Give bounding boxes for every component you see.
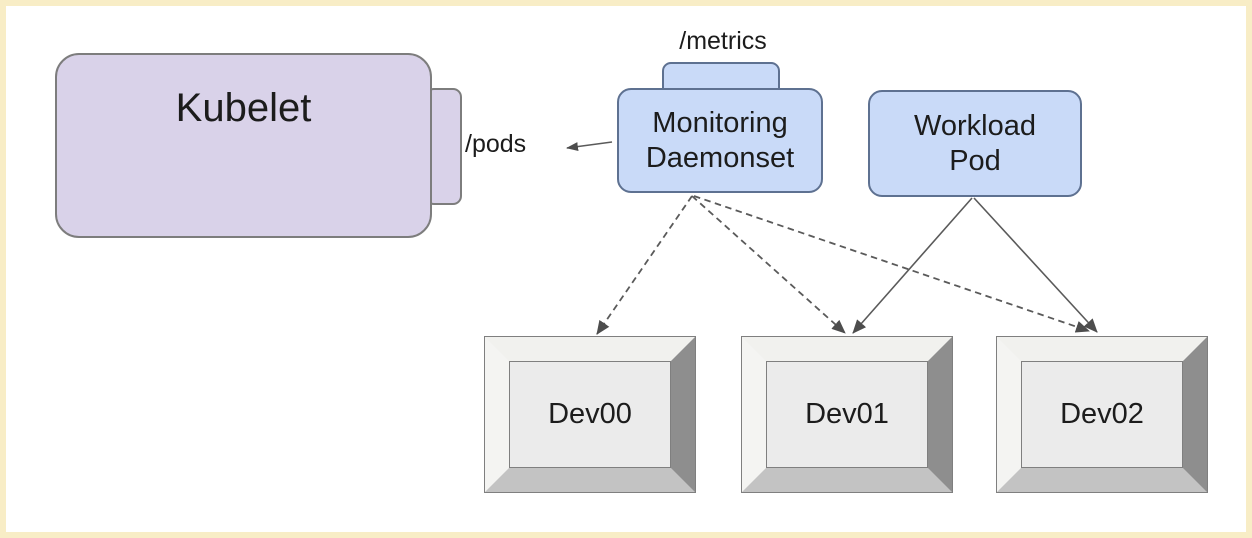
workload-pod-label-line2: Pod xyxy=(949,144,1001,177)
edge-workload-to-dev01 xyxy=(852,197,973,334)
monitoring-daemonset-label-line1: Monitoring xyxy=(652,106,788,139)
device-node-dev00: Dev00 xyxy=(484,336,696,493)
kubelet-label: Kubelet xyxy=(175,86,312,130)
edge-monitoring-to-dev00 xyxy=(596,195,693,335)
device-label-dev01: Dev01 xyxy=(805,398,889,430)
edge-monitoring-to-kubelet-pods xyxy=(566,141,613,152)
monitoring-daemonset-node: Monitoring Daemonset xyxy=(617,88,823,193)
workload-pod-label-line1: Workload xyxy=(914,109,1036,142)
device-node-dev01: Dev01 xyxy=(741,336,953,493)
workload-pod-node: Workload Pod xyxy=(868,90,1082,197)
kubelet-node: Kubelet xyxy=(55,53,432,238)
device-label-dev00: Dev00 xyxy=(548,398,632,430)
edge-workload-to-dev02 xyxy=(973,197,1098,333)
edge-monitoring-to-dev02 xyxy=(693,195,1090,333)
device-node-dev02: Dev02 xyxy=(996,336,1208,493)
pods-endpoint-label: /pods xyxy=(465,130,527,158)
monitoring-daemonset-label-line2: Daemonset xyxy=(645,141,795,174)
edge-monitoring-to-dev01 xyxy=(691,195,846,334)
device-label-dev02: Dev02 xyxy=(1060,398,1144,430)
metrics-endpoint-label: /metrics xyxy=(679,27,767,55)
